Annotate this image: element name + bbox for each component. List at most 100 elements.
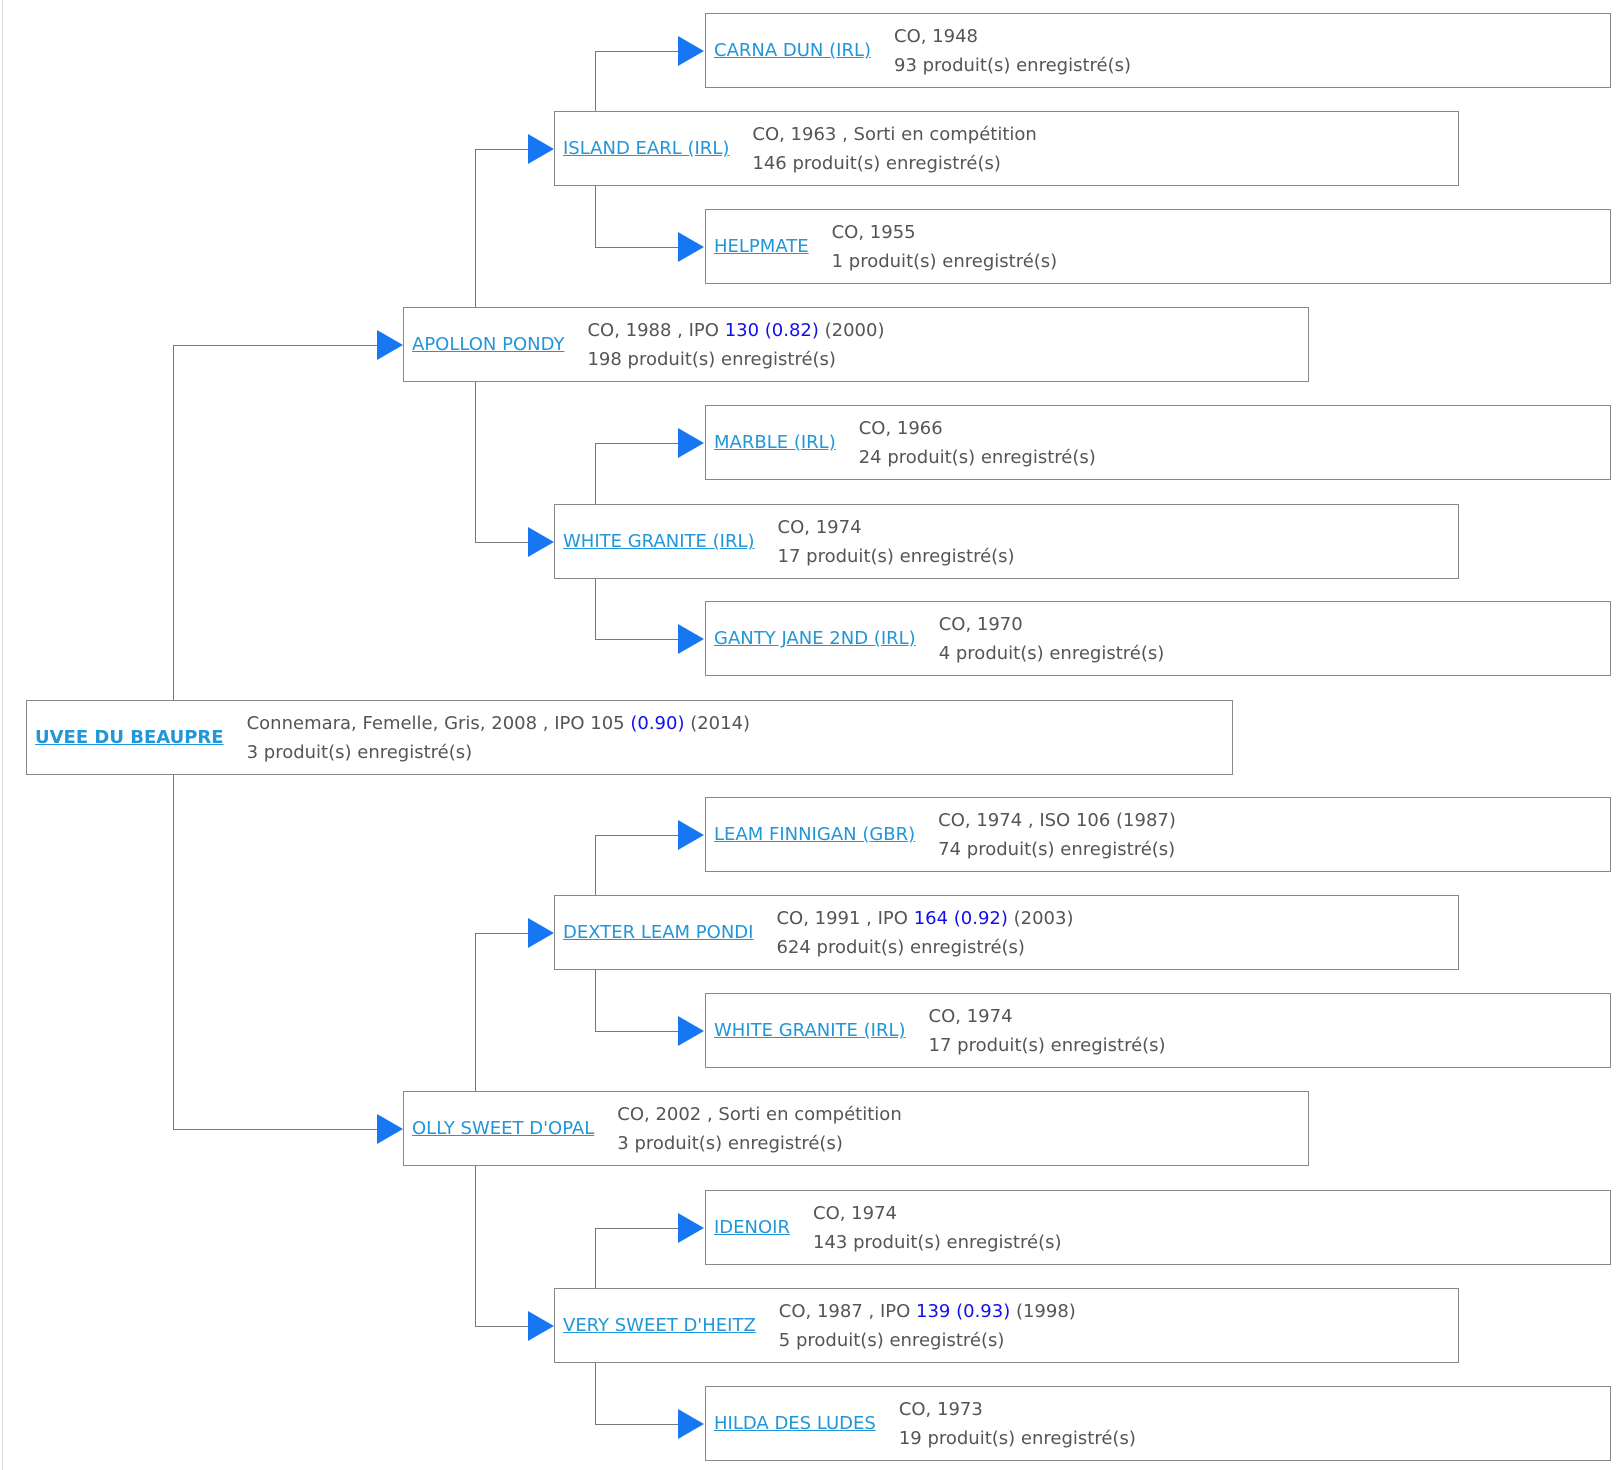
pedigree-node-dam-dam-dam: HILDA DES LUDES CO, 1973 19 produit(s) e… [705, 1386, 1611, 1461]
horse-info-line2: 143 produit(s) enregistré(s) [813, 1228, 1062, 1257]
horse-info: CO, 1988 , IPO 130 (0.82) (2000) 198 pro… [587, 316, 884, 374]
horse-info-text: CO, 1987 , IPO [778, 1300, 917, 1322]
horse-name-link[interactable]: MARBLE (IRL) [714, 432, 836, 453]
offspring-label: produit(s) enregistré(s) [916, 54, 1132, 76]
horse-info-text: CO, 1974 , ISO 106 (1987) [938, 809, 1176, 831]
connector-line [595, 835, 596, 895]
horse-info-text: CO, 1974 [928, 1005, 1013, 1027]
arrow-icon [678, 820, 704, 850]
horse-name-link[interactable]: HELPMATE [714, 236, 809, 257]
horse-name-link[interactable]: OLLY SWEET D'OPAL [412, 1118, 595, 1139]
connector-line [475, 1165, 476, 1326]
pedigree-node-dam-sire-sire: LEAM FINNIGAN (GBR) CO, 1974 , ISO 106 (… [705, 797, 1611, 872]
horse-info-text: CO, 1974 [813, 1202, 897, 1224]
horse-info-line1: CO, 2002 , Sorti en compétition [617, 1100, 901, 1129]
offspring-label: produit(s) enregistré(s) [950, 642, 1165, 664]
connector-line [173, 345, 174, 700]
offspring-count: 198 [587, 348, 622, 370]
offspring-count: 24 [858, 446, 882, 468]
horse-name-link[interactable]: WHITE GRANITE (IRL) [563, 531, 755, 552]
connector-line [595, 639, 680, 640]
pedigree-node-sire: APOLLON PONDY CO, 1988 , IPO 130 (0.82) … [403, 307, 1309, 382]
connector-line [173, 1129, 379, 1130]
horse-info-text: CO, 1973 [898, 1398, 983, 1420]
horse-name-link[interactable]: HILDA DES LUDES [714, 1413, 876, 1434]
connector-line [595, 1228, 596, 1288]
offspring-count: 5 [778, 1329, 791, 1351]
horse-name-link[interactable]: GANTY JANE 2ND (IRL) [714, 628, 916, 649]
offspring-count: 17 [928, 1034, 952, 1056]
offspring-label: produit(s) enregistré(s) [921, 1427, 1136, 1449]
horse-info-line1: CO, 1973 [899, 1395, 1136, 1424]
horse-info-line2: 146 produit(s) enregistré(s) [752, 149, 1036, 178]
pedigree-node-dam-sire: DEXTER LEAM PONDI CO, 1991 , IPO 164 (0.… [554, 895, 1459, 970]
connector-line [595, 51, 680, 52]
arrow-icon [678, 36, 704, 66]
pedigree-node-sire-dam-sire: MARBLE (IRL) CO, 1966 24 produit(s) enre… [705, 405, 1611, 480]
horse-info-text: CO, 1955 [831, 221, 916, 243]
arrow-icon [678, 232, 704, 262]
connector-line [595, 443, 596, 504]
horse-index-value: (0.90) [630, 712, 685, 734]
horse-info-line2: 17 produit(s) enregistré(s) [778, 542, 1015, 571]
arrow-icon [528, 918, 554, 948]
horse-name-link[interactable]: IDENOIR [714, 1217, 790, 1238]
horse-name-link[interactable]: UVEE DU BEAUPRE [35, 727, 224, 748]
pedigree-node-dam: OLLY SWEET D'OPAL CO, 2002 , Sorti en co… [403, 1091, 1309, 1166]
pedigree-node-dam-sire-dam: WHITE GRANITE (IRL) CO, 1974 17 produit(… [705, 993, 1611, 1068]
horse-info-line2: 74 produit(s) enregistré(s) [938, 835, 1176, 864]
connector-line [475, 149, 530, 150]
offspring-label: produit(s) enregistré(s) [961, 838, 1176, 860]
connector-line [173, 345, 379, 346]
connector-line [595, 1424, 680, 1425]
offspring-count: 4 [938, 642, 951, 664]
horse-info-line1: CO, 1974 [778, 513, 1015, 542]
horse-info-text: CO, 1948 [894, 25, 978, 47]
horse-info: CO, 2002 , Sorti en compétition 3 produi… [617, 1100, 901, 1158]
pedigree-node-sire-sire: ISLAND EARL (IRL) CO, 1963 , Sorti en co… [554, 111, 1459, 186]
connector-line [595, 186, 596, 247]
pedigree-node-sire-sire-dam: HELPMATE CO, 1955 1 produit(s) enregistr… [705, 209, 1611, 284]
horse-info-line2: 4 produit(s) enregistré(s) [939, 639, 1165, 668]
pedigree-node-dam-dam: VERY SWEET D'HEITZ CO, 1987 , IPO 139 (0… [554, 1288, 1459, 1363]
horse-info-text: CO, 1988 , IPO [587, 319, 725, 341]
offspring-label: produit(s) enregistré(s) [786, 152, 1001, 174]
horse-name-link[interactable]: APOLLON PONDY [412, 334, 565, 355]
offspring-count: 146 [752, 152, 787, 174]
offspring-label: produit(s) enregistré(s) [881, 446, 1096, 468]
connector-line [475, 381, 476, 542]
horse-info: CO, 1974 143 produit(s) enregistré(s) [813, 1199, 1062, 1257]
horse-info: CO, 1955 1 produit(s) enregistré(s) [832, 218, 1058, 276]
horse-info: CO, 1970 4 produit(s) enregistré(s) [939, 610, 1165, 668]
horse-name-link[interactable]: ISLAND EARL (IRL) [563, 138, 730, 159]
horse-name-link[interactable]: LEAM FINNIGAN (GBR) [714, 824, 916, 845]
horse-info: CO, 1966 24 produit(s) enregistré(s) [859, 414, 1096, 472]
connector-line [595, 1228, 680, 1229]
horse-info-text: CO, 1963 , Sorti en compétition [752, 123, 1037, 145]
pedigree-node-sire-dam-dam: GANTY JANE 2ND (IRL) CO, 1970 4 produit(… [705, 601, 1611, 676]
offspring-count: 3 [617, 1132, 629, 1154]
horse-name-link[interactable]: DEXTER LEAM PONDI [563, 922, 754, 943]
horse-info: CO, 1974 17 produit(s) enregistré(s) [778, 513, 1015, 571]
horse-info-line1: CO, 1963 , Sorti en compétition [752, 120, 1036, 149]
offspring-label: produit(s) enregistré(s) [628, 1132, 843, 1154]
arrow-icon [678, 1409, 704, 1439]
horse-info-line1: CO, 1987 , IPO 139 (0.93) (1998) [779, 1297, 1076, 1326]
horse-info: CO, 1974 , ISO 106 (1987) 74 produit(s) … [938, 806, 1176, 864]
horse-index-value: 164 (0.92) [913, 907, 1008, 929]
horse-info: CO, 1974 17 produit(s) enregistré(s) [929, 1002, 1166, 1060]
horse-info-line2: 17 produit(s) enregistré(s) [929, 1031, 1166, 1060]
pedigree-node-sire-dam: WHITE GRANITE (IRL) CO, 1974 17 produit(… [554, 504, 1459, 579]
horse-info: CO, 1973 19 produit(s) enregistré(s) [899, 1395, 1136, 1453]
connector-line [595, 970, 596, 1031]
offspring-label: produit(s) enregistré(s) [951, 1034, 1166, 1056]
horse-name-link[interactable]: VERY SWEET D'HEITZ [563, 1315, 756, 1336]
arrow-icon [678, 1016, 704, 1046]
pedigree-node-root: UVEE DU BEAUPRE Connemara, Femelle, Gris… [26, 700, 1233, 775]
horse-name-link[interactable]: WHITE GRANITE (IRL) [714, 1020, 906, 1041]
horse-info-text: (1998) [1010, 1300, 1076, 1322]
connector-line [595, 443, 680, 444]
connector-line [595, 247, 680, 248]
connector-line [475, 933, 530, 934]
horse-name-link[interactable]: CARNA DUN (IRL) [714, 40, 871, 61]
